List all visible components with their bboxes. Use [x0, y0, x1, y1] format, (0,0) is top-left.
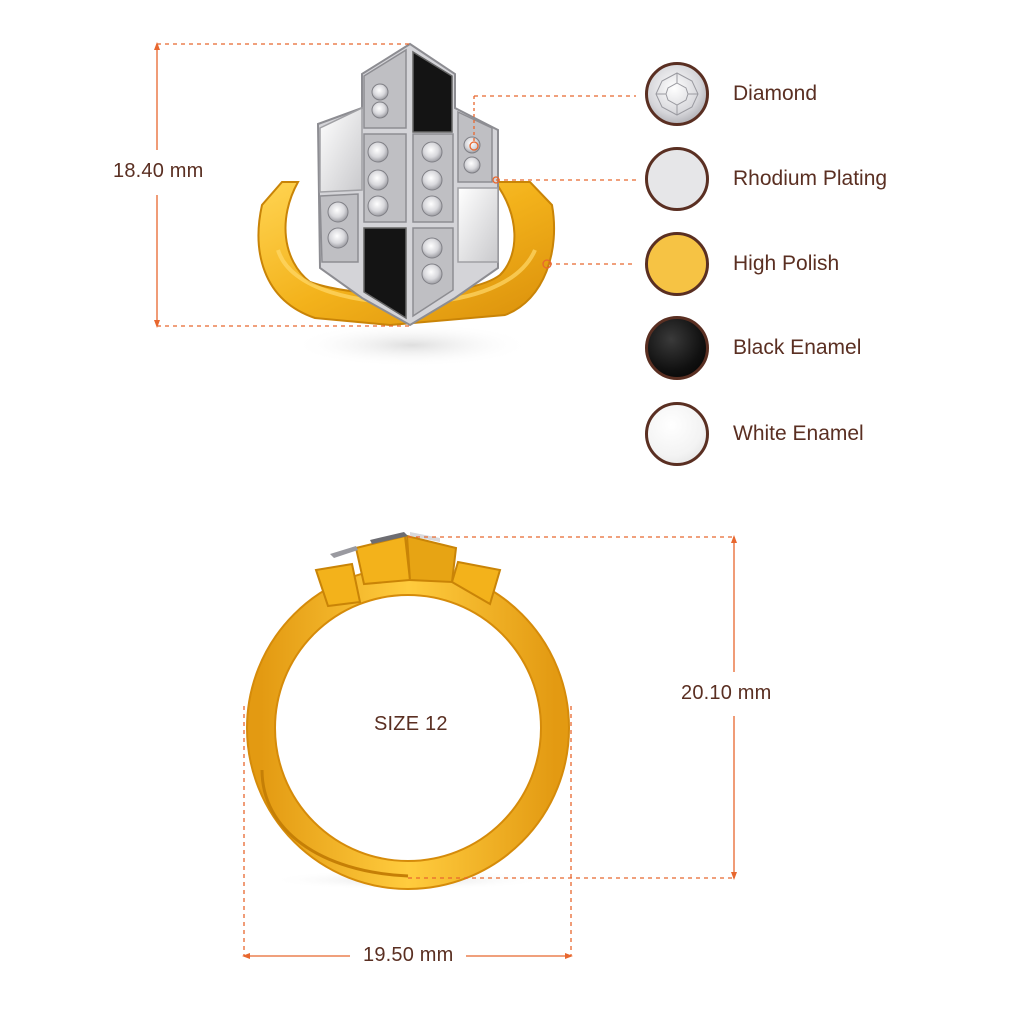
- legend-label: Diamond: [733, 82, 818, 105]
- legend-label: Black Enamel: [733, 336, 862, 359]
- legend-item-black-enamel: Black Enamel: [645, 316, 1005, 386]
- black-swatch-icon: [645, 316, 709, 380]
- ring-width-label: 19.50 mm: [360, 944, 457, 967]
- diamond-swatch-icon: [645, 62, 709, 126]
- side-view-ring: [246, 532, 570, 890]
- dimension-lines: [156, 43, 735, 957]
- legend-label: Rhodium Plating: [733, 167, 888, 190]
- legend-label: White Enamel: [733, 422, 864, 445]
- top-height-label: 18.40 mm: [111, 160, 206, 183]
- gold-swatch-icon: [645, 232, 709, 296]
- legend-label: High Polish: [733, 252, 840, 275]
- leader-dots: [469, 141, 552, 269]
- legend-item-white-enamel: White Enamel: [645, 402, 1005, 472]
- dimension-arrowheads: [154, 42, 737, 959]
- white-swatch-icon: [645, 402, 709, 466]
- rhodium-swatch-icon: [645, 147, 709, 211]
- legend-item-diamond: Diamond: [645, 62, 1005, 132]
- top-view-ring: [257, 42, 556, 367]
- legend-item-high-polish: High Polish: [645, 232, 1005, 302]
- ring-height-label: 20.10 mm: [679, 682, 774, 705]
- legend-item-rhodium: Rhodium Plating: [645, 147, 1005, 217]
- ring-size-label: SIZE 12: [374, 713, 448, 735]
